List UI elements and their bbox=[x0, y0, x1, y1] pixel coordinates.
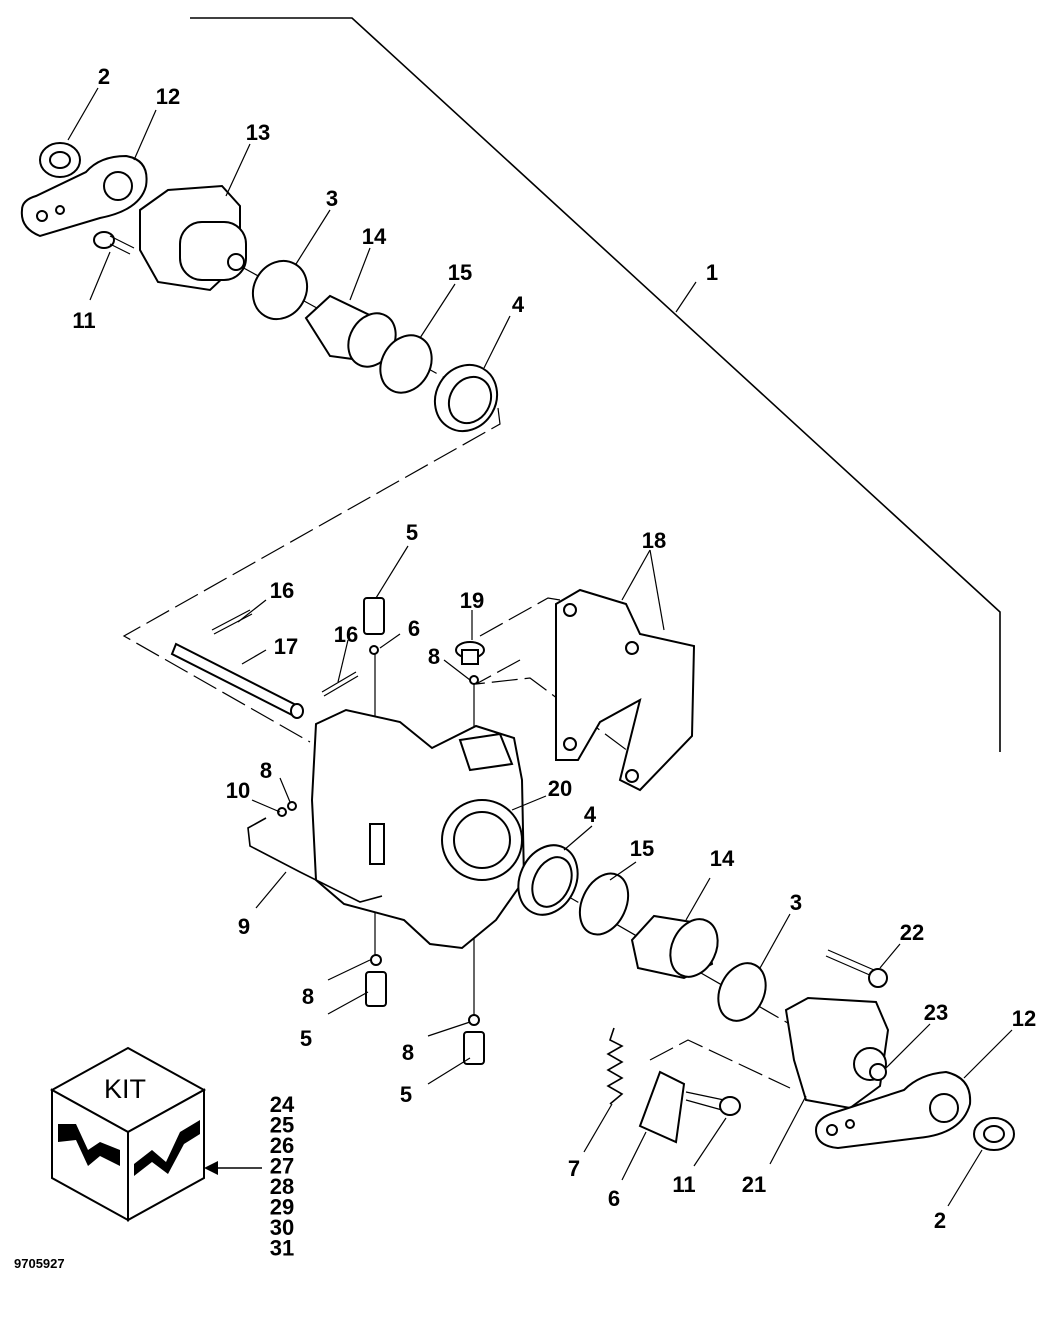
callout-label: 23 bbox=[924, 1000, 948, 1025]
wear-ring-upper bbox=[433, 363, 499, 433]
drawing-number: 9705927 bbox=[14, 1256, 65, 1271]
cap-6-top bbox=[369, 645, 379, 655]
o-ring-lower bbox=[717, 962, 767, 1022]
callout-label: 8 bbox=[260, 758, 272, 783]
callout-label: 8 bbox=[402, 1040, 414, 1065]
callout-label: 5 bbox=[400, 1082, 412, 1107]
ball-10 bbox=[277, 807, 287, 817]
callout-label: 15 bbox=[448, 260, 472, 285]
callout-label: 18 bbox=[642, 528, 666, 553]
lever-arm-upper bbox=[20, 154, 148, 238]
alignment-line-upper bbox=[122, 407, 501, 743]
plug bbox=[455, 641, 485, 665]
callout-label: 11 bbox=[672, 1172, 695, 1197]
kit-cube-icon bbox=[49, 1046, 207, 1222]
kit-item-number: 25 bbox=[270, 1113, 294, 1138]
kit-item-number: 24 bbox=[270, 1092, 295, 1117]
callout-label: 8 bbox=[302, 984, 314, 1009]
callout-label: 1 bbox=[706, 260, 718, 285]
snap-ring-upper bbox=[39, 142, 81, 178]
callout-label: 4 bbox=[512, 292, 525, 317]
brake-housing-lower bbox=[784, 996, 890, 1110]
bleeder-fitting-lower-left bbox=[365, 971, 387, 1007]
bleeder-tube bbox=[247, 817, 383, 903]
pivot-pin bbox=[170, 642, 304, 719]
ball-8-mid bbox=[287, 801, 297, 811]
caliper-body bbox=[310, 708, 526, 950]
callout-label: 2 bbox=[934, 1208, 946, 1233]
callout-label: 16 bbox=[270, 578, 294, 603]
spring-bracket bbox=[638, 1070, 686, 1144]
callout-label: 3 bbox=[326, 186, 338, 211]
bleeder-fitting-lower-center bbox=[463, 1031, 485, 1065]
kit-arrow-head bbox=[204, 1161, 218, 1175]
return-spring bbox=[606, 1027, 624, 1105]
callout-label: 8 bbox=[428, 644, 440, 669]
ball-8-lower-left bbox=[370, 954, 382, 966]
callout-label: 22 bbox=[900, 920, 924, 945]
callout-label: 11 bbox=[72, 308, 95, 333]
callout-label: 15 bbox=[630, 836, 654, 861]
callout-label: 6 bbox=[408, 616, 420, 641]
wear-ring-lower bbox=[517, 844, 579, 916]
callout-label: 6 bbox=[608, 1186, 620, 1211]
alignment-line-bracket bbox=[479, 597, 561, 637]
kit-item-number: 28 bbox=[270, 1174, 294, 1199]
snap-ring-lower bbox=[973, 1117, 1015, 1151]
kit-item-number: 27 bbox=[270, 1154, 294, 1179]
leader-lines bbox=[67, 87, 1013, 1207]
alignment-line-lower bbox=[649, 1039, 791, 1089]
cotter-pin-upper bbox=[211, 609, 253, 635]
bleeder-fitting-top bbox=[363, 597, 385, 635]
kit-item-number: 30 bbox=[270, 1215, 294, 1240]
callout-label: 9 bbox=[238, 914, 250, 939]
callout-label: 5 bbox=[300, 1026, 312, 1051]
o-ring-upper bbox=[251, 259, 309, 321]
callout-label: 17 bbox=[274, 634, 298, 659]
kit-item-number: 29 bbox=[270, 1195, 294, 1220]
kit-item-number: 26 bbox=[270, 1133, 294, 1158]
ball-8-top bbox=[469, 675, 479, 685]
cap-screw-lower bbox=[685, 1091, 741, 1116]
callout-label: 16 bbox=[334, 622, 358, 647]
seal-ring-upper bbox=[379, 334, 433, 394]
cotter-pin-lower bbox=[321, 671, 359, 697]
callout-label: 4 bbox=[584, 802, 597, 827]
callout-label: 2 bbox=[98, 64, 110, 89]
kit-item-number: 31 bbox=[270, 1236, 294, 1261]
callout-label: 20 bbox=[548, 776, 572, 801]
piston-lower bbox=[630, 914, 719, 980]
callout-label: 5 bbox=[406, 520, 418, 545]
ball-8-lower-center bbox=[468, 1014, 480, 1026]
callout-label: 7 bbox=[568, 1156, 580, 1181]
brake-housing-upper bbox=[139, 184, 247, 292]
assembly-bracket-line bbox=[190, 17, 1001, 752]
callout-label: 14 bbox=[362, 224, 387, 249]
kit-label: KIT bbox=[104, 1074, 146, 1104]
callout-label: 10 bbox=[226, 778, 250, 803]
mounting-bracket bbox=[555, 588, 696, 792]
callout-label: 19 bbox=[460, 588, 484, 613]
callout-label: 12 bbox=[1012, 1006, 1036, 1031]
callout-label: 13 bbox=[246, 120, 270, 145]
callout-label: 12 bbox=[156, 84, 180, 109]
callout-label: 14 bbox=[710, 846, 735, 871]
bolt-22 bbox=[825, 949, 888, 988]
callout-label: 3 bbox=[790, 890, 802, 915]
lever-arm-lower bbox=[814, 1070, 972, 1150]
cap-screw-upper bbox=[93, 231, 135, 255]
callout-label: 21 bbox=[742, 1172, 766, 1197]
